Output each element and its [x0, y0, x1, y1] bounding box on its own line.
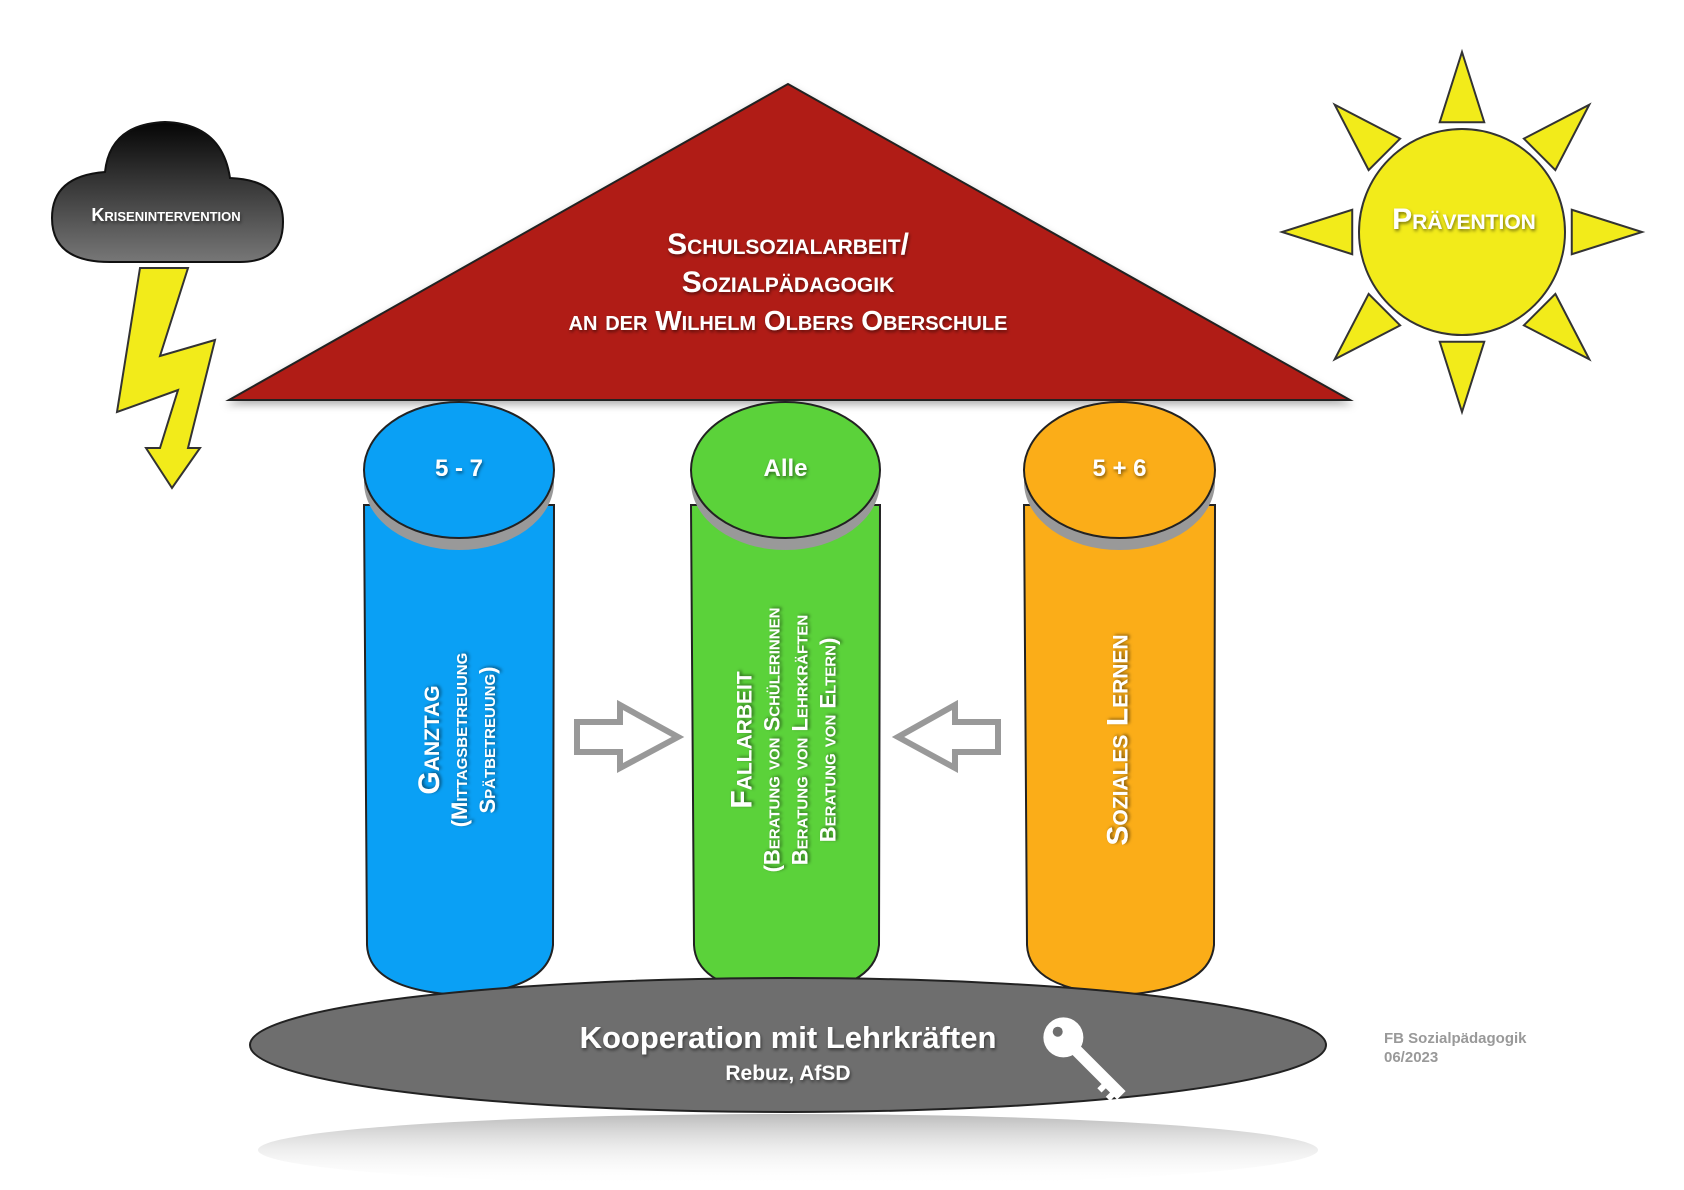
- cloud-krisenintervention: Krisenintervention: [50, 120, 285, 263]
- footer-line-1: FB Sozialpädagogik: [1384, 1030, 1527, 1047]
- pillar-subtitle-line: (Mittagsbetreuung: [447, 653, 472, 828]
- pillar-subtitle-line: (Beratung von Schülerinnen: [760, 608, 785, 873]
- sun-ray: [1332, 292, 1402, 362]
- pillar-cap: [1023, 401, 1216, 539]
- pillar-title: Soziales Lernen: [1102, 634, 1135, 845]
- pillar-title: Fallarbeit: [726, 671, 759, 808]
- pillar-subtitle-line: Spätbetreuung): [475, 666, 500, 813]
- pillar-top-label: Alle: [763, 455, 807, 482]
- pillar-title: Ganztag: [413, 685, 446, 794]
- sun-ray: [1522, 292, 1592, 362]
- footer-line-2: 06/2023: [1384, 1049, 1438, 1066]
- sun-ray: [1438, 340, 1486, 416]
- pillar-subtitle-line: Beratung von Eltern): [816, 638, 841, 843]
- roof-line-1: Schulsozialarbeit/: [667, 228, 909, 261]
- pillar-top-label: 5 + 6: [1092, 455, 1146, 482]
- base-subtitle: Rebuz, AfSD: [725, 1062, 850, 1085]
- cloud-icon: [50, 120, 285, 263]
- base-foundation: Kooperation mit Lehrkräften Rebuz, AfSD: [249, 977, 1327, 1113]
- cloud-label: Krisenintervention: [91, 205, 240, 225]
- pillar-cap: [363, 401, 555, 539]
- sun-ray: [1278, 208, 1354, 256]
- sun-label: Prävention: [1392, 203, 1536, 236]
- pillar-subtitle-line: Beratung von Lehrkräften: [788, 615, 813, 865]
- roof-line-2: Sozialpädagogik: [682, 266, 895, 299]
- sun-ray: [1438, 48, 1486, 124]
- pillar-cap: [690, 401, 881, 539]
- key-icon: [1043, 1017, 1126, 1102]
- sun-ray: [1522, 102, 1592, 172]
- sun-ray: [1332, 102, 1402, 172]
- sun-icon: [1358, 128, 1566, 336]
- arrow-left-icon: [891, 699, 1001, 774]
- pillar-body: [689, 504, 882, 997]
- arrow-right-icon: [574, 699, 685, 774]
- roof: Schulsozialarbeit/ Sozialpädagogik an de…: [225, 82, 1354, 401]
- sun-ray: [1570, 208, 1646, 256]
- roof-line-3: an der Wilhelm Olbers Oberschule: [569, 305, 1008, 336]
- base-title: Kooperation mit Lehrkräften: [580, 1020, 997, 1055]
- pillar-3: 5 + 6 Soziales Lernen: [1022, 401, 1217, 997]
- base-reflection: [258, 1114, 1318, 1186]
- pillar-top-label: 5 - 7: [435, 455, 483, 482]
- sun-praevention: Prävention: [1278, 48, 1646, 416]
- lightning-icon: [115, 267, 217, 490]
- base-ellipse: [249, 977, 1327, 1113]
- roof-triangle: [225, 82, 1354, 401]
